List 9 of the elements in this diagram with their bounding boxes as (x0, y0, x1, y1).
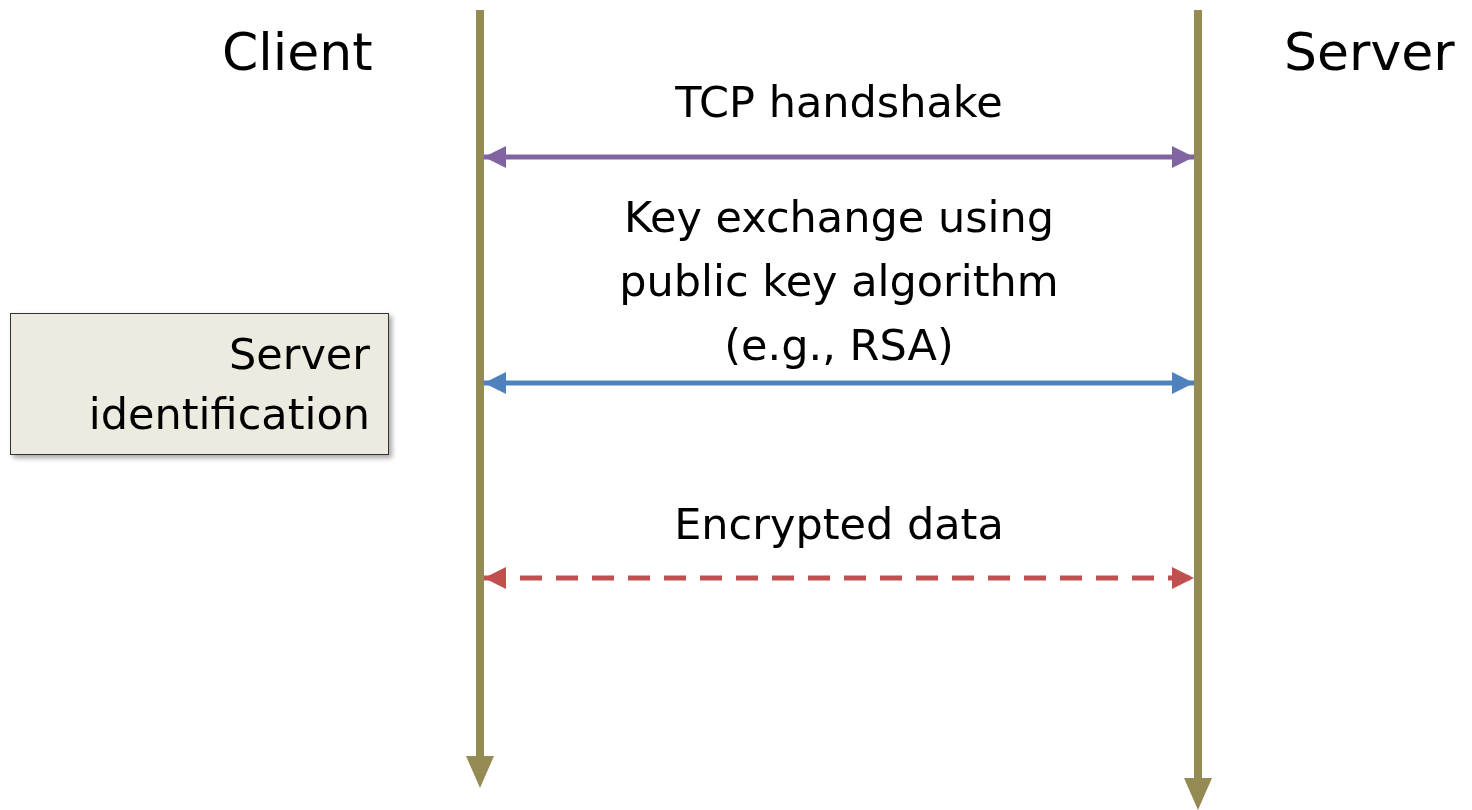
note-box: Server identification (10, 313, 389, 455)
message-arrow (484, 567, 1194, 589)
participant-label: Client (222, 22, 373, 82)
message-arrow (484, 372, 1194, 394)
message-label: Key exchange using public key algorithm (e.g., RSA) (618, 191, 1060, 372)
participant-label: Server (1284, 22, 1455, 82)
message-arrow (484, 146, 1194, 168)
message-label: Encrypted data (673, 498, 1005, 551)
message-label: TCP handshake (674, 76, 1004, 129)
